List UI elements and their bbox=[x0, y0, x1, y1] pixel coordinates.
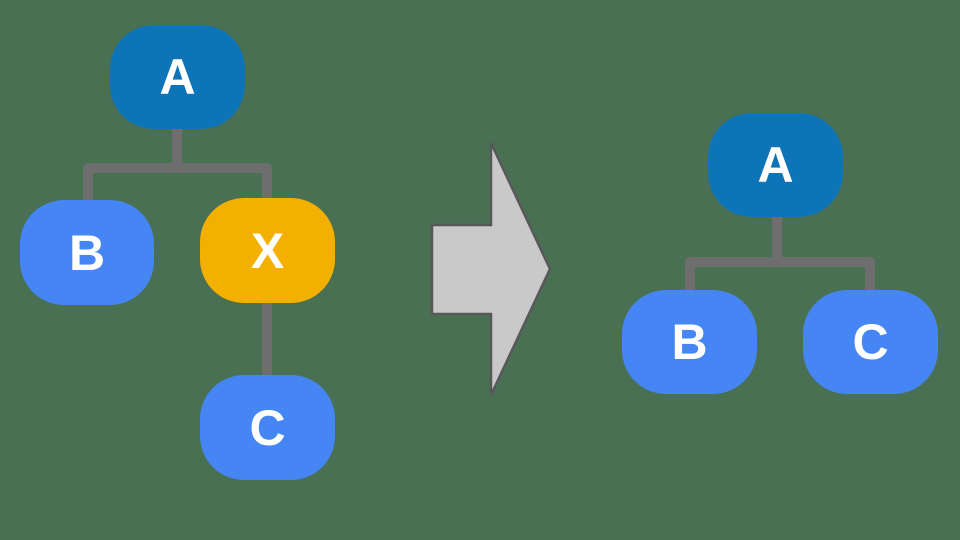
node-label: A bbox=[757, 137, 794, 193]
before-tree-node-b: B bbox=[20, 200, 154, 305]
node-label: A bbox=[159, 49, 196, 105]
node-label: X bbox=[250, 222, 285, 279]
node-label: C bbox=[249, 399, 286, 456]
node-label: B bbox=[671, 314, 708, 370]
before-tree-node-a: A bbox=[110, 25, 245, 129]
edge-a-to-b-x-before bbox=[83, 163, 272, 204]
right-block-arrow-icon bbox=[430, 142, 552, 396]
before-tree-node-x: X bbox=[200, 198, 335, 303]
node-label: B bbox=[68, 224, 106, 281]
after-tree-node-b: B bbox=[622, 290, 757, 394]
node-label: C bbox=[852, 314, 889, 370]
after-tree-node-a: A bbox=[708, 113, 843, 217]
before-tree-node-c: C bbox=[200, 375, 335, 480]
edge-a-to-b-c-after bbox=[685, 257, 875, 296]
after-tree-node-c: C bbox=[803, 290, 938, 394]
